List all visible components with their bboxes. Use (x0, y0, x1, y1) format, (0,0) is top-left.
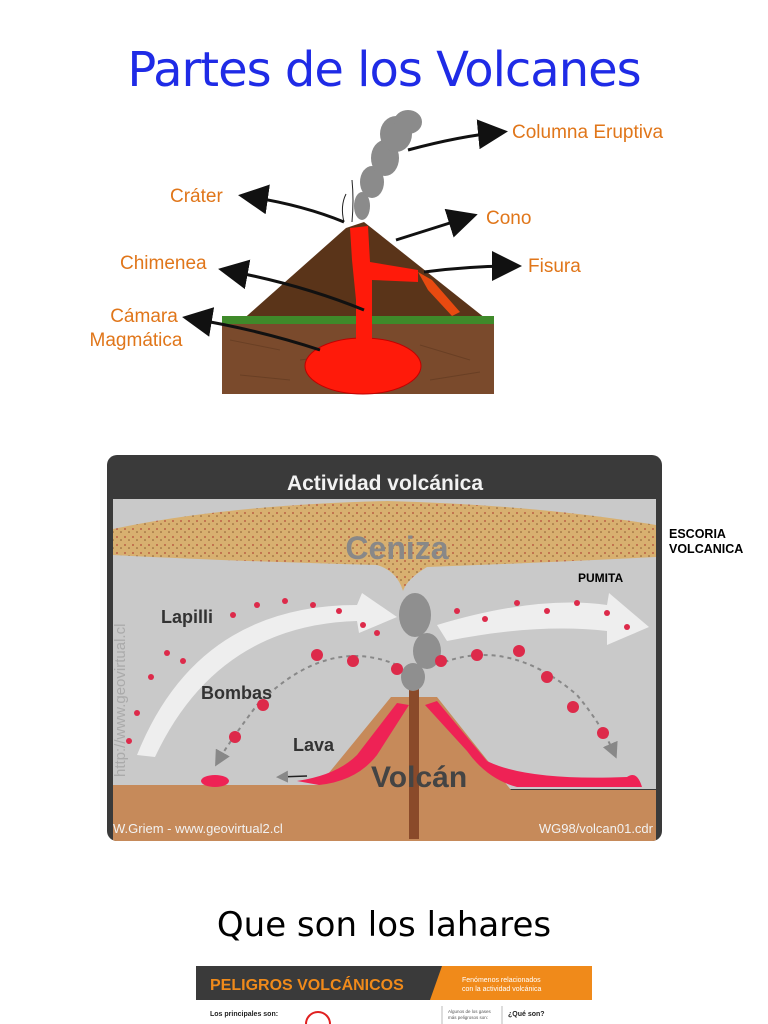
label-crater: Cráter (170, 186, 223, 207)
activity-title-bar (119, 465, 650, 499)
side-note-line2: VOLCANICA (669, 542, 744, 556)
label-camara-magmatica: Cámara Magmática (90, 305, 190, 353)
label-cono: Cono (486, 208, 532, 229)
label-columna-eruptiva: Columna Eruptiva (512, 122, 664, 143)
label-chimenea: Chimenea (120, 253, 207, 274)
poster-small-1: Algunos de los gases (448, 1009, 492, 1014)
volcano-conduit (409, 687, 419, 839)
arrow-camara (182, 307, 321, 352)
label-bombas: Bombas (201, 683, 272, 703)
poster-title-bar (196, 966, 442, 1000)
poster-subtitle-bar (430, 966, 592, 1000)
volcano-parts-illustration (182, 110, 522, 395)
ash-cloud (113, 501, 656, 591)
label-lava: Lava (293, 735, 335, 755)
arrow-columna (407, 119, 508, 152)
poster-preview: PELIGROS VOLCÁNICOS Fenómenos relacionad… (196, 966, 592, 1024)
poster-subtitle-2: con la actividad volcánica (462, 986, 541, 993)
bomb-trajectory-right (436, 654, 618, 759)
watermark-text: http://www.geovirtual.cl (112, 624, 129, 777)
label-lapilli: Lapilli (161, 607, 213, 627)
magma-chamber (304, 337, 422, 395)
diagram-title: Partes de los Volcanes (127, 42, 641, 98)
label-ceniza: Ceniza (345, 530, 448, 566)
label-camara-line2: Magmática (89, 330, 183, 351)
arrow-fisura (423, 251, 522, 282)
credit-text: W.Griem - www.geovirtual2.cl (113, 821, 283, 836)
lapilli-left-arrow (137, 593, 397, 757)
pyroclast-particles (126, 598, 630, 744)
side-note-line1: ESCORIA (669, 527, 726, 541)
label-fisura: Fisura (528, 256, 581, 277)
section-heading-lahares: Que son los lahares (216, 905, 552, 945)
poster-small-2: más peligrosos son: (448, 1015, 488, 1020)
lava-flow-right (425, 701, 642, 787)
label-volcan: Volcán (371, 761, 467, 794)
arrow-crater (238, 184, 345, 224)
volcano-chimney (350, 226, 418, 345)
arrow-chimenea (218, 259, 365, 312)
poster-principales: Los principales son: (210, 1011, 278, 1018)
poster-que-son: ¿Qué son? (508, 1011, 545, 1018)
lava-flow-left (297, 703, 409, 785)
side-note-pumita: PUMITA (578, 571, 624, 585)
fissure-lava (418, 272, 460, 316)
lapilli-right-arrow (437, 593, 649, 645)
side-note-escoria: ESCORIA VOLCANICA (669, 527, 743, 557)
file-text: WG98/volcan01.cdr (539, 821, 654, 836)
activity-title: Actividad volcánica (287, 472, 483, 495)
arrow-cono (395, 208, 478, 242)
label-camara-line1: Cámara (110, 306, 178, 327)
gas-plume (399, 593, 441, 691)
ground-volcano (113, 697, 656, 841)
poster-title: PELIGROS VOLCÁNICOS (210, 975, 404, 994)
poster-subtitle-1: Fenómenos relacionados (462, 977, 541, 984)
eruptive-column (354, 110, 422, 220)
volcanic-activity-panel: Actividad volcánica Ceniza Lapilli Bomba… (107, 455, 662, 841)
